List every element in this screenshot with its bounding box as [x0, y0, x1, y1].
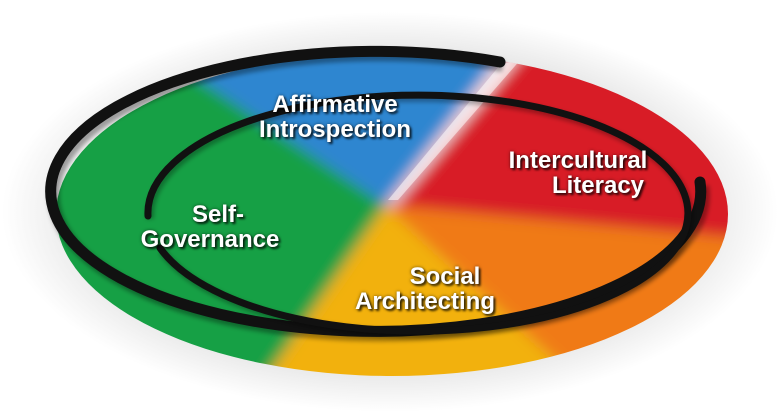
label-intercultural-literacy: Intercultural Literacy	[508, 147, 648, 199]
inner-ring	[144, 91, 694, 339]
label-affirmative-introspection: Affirmative Introspection	[258, 91, 411, 143]
label-social-architecting: Social Architecting	[354, 263, 495, 315]
label-self-governance: Self- Governance	[140, 201, 280, 253]
wedge-yellow	[250, 205, 600, 376]
